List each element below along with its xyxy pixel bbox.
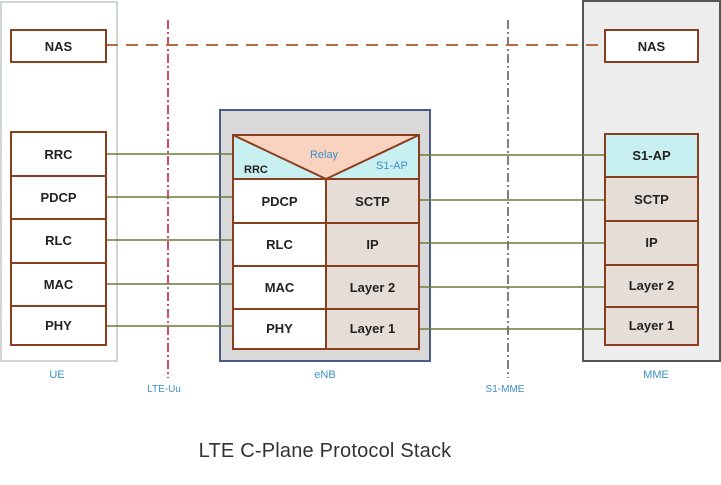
enb-sctp-box: SCTP bbox=[325, 178, 420, 224]
mme-s1ap-label: S1-AP bbox=[632, 148, 671, 163]
mme-layer1-box: Layer 1 bbox=[604, 306, 699, 346]
enb-ip-box: IP bbox=[325, 222, 420, 267]
enb-layer1-box: Layer 1 bbox=[325, 308, 420, 350]
mme-nas-label: NAS bbox=[638, 39, 666, 54]
mme-nas-box: NAS bbox=[604, 29, 699, 63]
mme-ip-label: IP bbox=[645, 235, 658, 250]
enb-phy-box: PHY bbox=[232, 308, 327, 350]
enb-s1ap-label: S1-AP bbox=[376, 160, 408, 172]
mme-layer1-label: Layer 1 bbox=[629, 318, 675, 333]
enb-rrc-label: RRC bbox=[244, 164, 268, 176]
enb-relay-row: Relay RRC S1-AP bbox=[232, 134, 420, 180]
enb-sctp-label: SCTP bbox=[355, 194, 390, 209]
enb-pdcp-box: PDCP bbox=[232, 178, 327, 224]
mme-layer2-label: Layer 2 bbox=[629, 278, 675, 293]
s1-mme-interface-label: S1-MME bbox=[486, 384, 525, 395]
enb-rlc-label: RLC bbox=[266, 237, 293, 252]
ue-rrc-box: RRC bbox=[10, 131, 107, 177]
ue-mac-box: MAC bbox=[10, 262, 107, 307]
enb-layer1-label: Layer 1 bbox=[350, 321, 396, 336]
ue-rrc-label: RRC bbox=[44, 147, 73, 162]
ue-nas-box: NAS bbox=[10, 29, 107, 63]
mme-s1ap-box: S1-AP bbox=[604, 133, 699, 178]
enb-ip-label: IP bbox=[366, 237, 379, 252]
mme-sctp-label: SCTP bbox=[634, 192, 669, 207]
enb-rlc-box: RLC bbox=[232, 222, 327, 267]
diagram-title: LTE C-Plane Protocol Stack bbox=[198, 440, 452, 462]
ue-pdcp-label: PDCP bbox=[40, 190, 76, 205]
ue-node-label: UE bbox=[49, 369, 64, 381]
ue-mac-label: MAC bbox=[44, 277, 74, 292]
ue-pdcp-box: PDCP bbox=[10, 175, 107, 220]
mme-sctp-box: SCTP bbox=[604, 176, 699, 222]
enb-relay-label: Relay bbox=[310, 149, 339, 161]
lte-uu-interface-label: LTE-Uu bbox=[147, 384, 181, 395]
ue-rlc-box: RLC bbox=[10, 218, 107, 264]
mme-layer2-box: Layer 2 bbox=[604, 264, 699, 308]
ue-phy-box: PHY bbox=[10, 305, 107, 346]
mme-node-label: MME bbox=[643, 369, 669, 381]
mme-ip-box: IP bbox=[604, 220, 699, 266]
ue-phy-label: PHY bbox=[45, 318, 72, 333]
enb-layer2-box: Layer 2 bbox=[325, 265, 420, 310]
enb-mac-box: MAC bbox=[232, 265, 327, 310]
ue-rlc-label: RLC bbox=[45, 233, 72, 248]
enb-node-label: eNB bbox=[314, 369, 335, 381]
ue-nas-label: NAS bbox=[45, 39, 73, 54]
enb-mac-label: MAC bbox=[265, 280, 295, 295]
enb-phy-label: PHY bbox=[266, 321, 293, 336]
enb-layer2-label: Layer 2 bbox=[350, 280, 396, 295]
enb-pdcp-label: PDCP bbox=[261, 194, 297, 209]
